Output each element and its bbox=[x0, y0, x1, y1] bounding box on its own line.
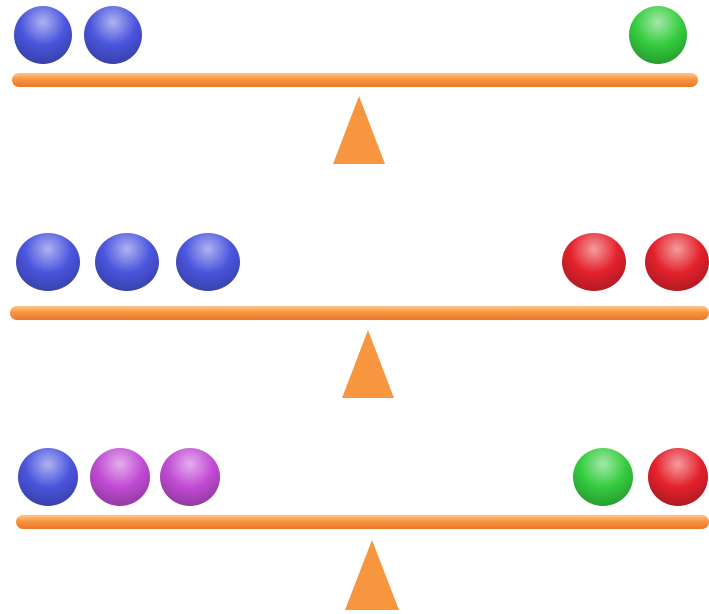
right-ball-1-green bbox=[629, 6, 687, 64]
beam bbox=[10, 306, 709, 320]
beam bbox=[16, 515, 709, 529]
left-ball-2-purple bbox=[90, 448, 150, 506]
left-ball-1-blue bbox=[18, 448, 78, 506]
left-ball-2-blue bbox=[95, 233, 159, 291]
left-ball-1-blue bbox=[16, 233, 80, 291]
fulcrum-triangle bbox=[333, 96, 385, 164]
right-ball-1-red bbox=[562, 233, 626, 291]
left-ball-3-purple bbox=[160, 448, 220, 506]
right-ball-2-red bbox=[648, 448, 708, 506]
left-ball-1-blue bbox=[14, 6, 72, 64]
left-ball-3-blue bbox=[176, 233, 240, 291]
left-ball-2-blue bbox=[84, 6, 142, 64]
right-ball-2-red bbox=[645, 233, 709, 291]
beam bbox=[12, 73, 698, 87]
fulcrum-triangle bbox=[345, 540, 399, 610]
fulcrum-triangle bbox=[342, 330, 394, 398]
right-ball-1-green bbox=[573, 448, 633, 506]
